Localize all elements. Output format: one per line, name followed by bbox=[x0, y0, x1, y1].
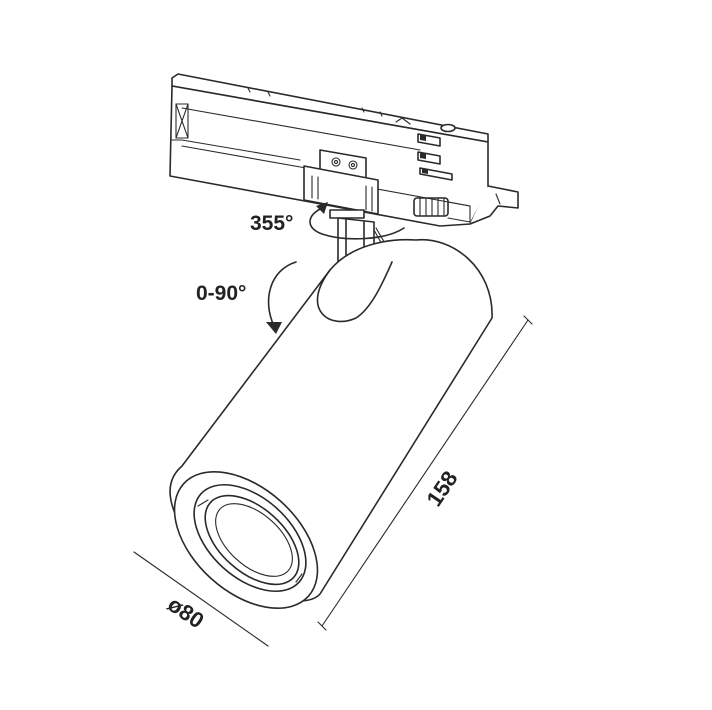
length-dimension-label: 158 bbox=[421, 466, 462, 510]
mount-bracket bbox=[303, 149, 379, 219]
length-dimension-line bbox=[317, 315, 533, 631]
rotation-horizontal-label: 355° bbox=[250, 212, 293, 235]
rotation-vertical-label: 0-90° bbox=[196, 282, 246, 305]
vertical-rotation-arrow bbox=[266, 261, 297, 334]
spotlight-body bbox=[169, 238, 493, 610]
diameter-dimension-label: ø80 bbox=[163, 591, 208, 633]
horizontal-rotation-arrow bbox=[309, 202, 405, 240]
diameter-dimension-line bbox=[133, 551, 269, 647]
